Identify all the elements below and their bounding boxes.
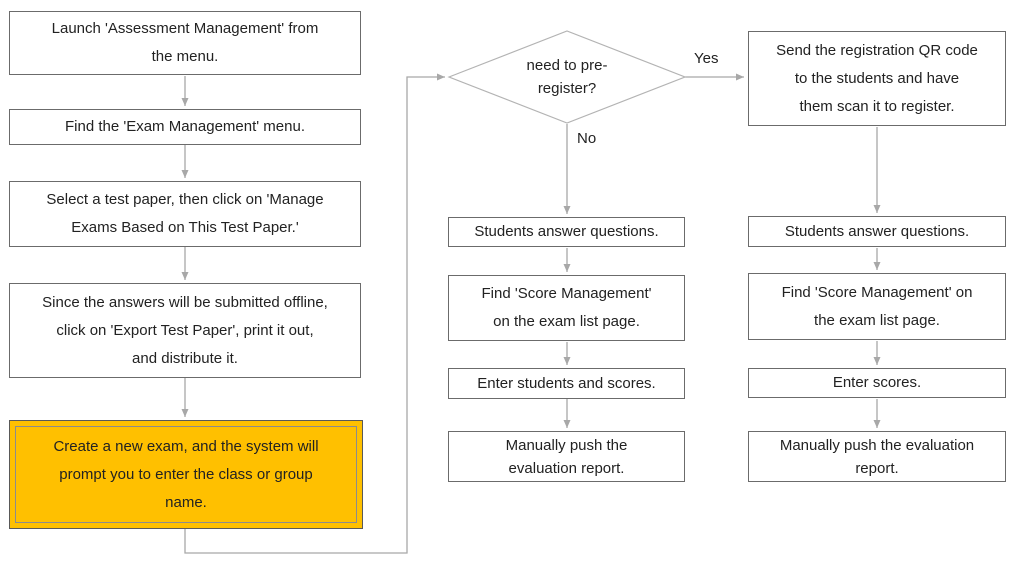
- node-yes-find-score-management: Find 'Score Management' on the exam list…: [748, 273, 1006, 340]
- node-text: need to pre- register?: [526, 57, 608, 97]
- node-text: Students answer questions.: [784, 222, 970, 240]
- node-text: Launch 'Assessment Management' from the …: [51, 20, 319, 65]
- label-yes: Yes: [694, 50, 719, 67]
- node-text: Manually push the evaluation report.: [505, 436, 628, 477]
- node-text: Enter scores.: [832, 374, 922, 391]
- node-no-students-answer: Students answer questions.: [448, 217, 685, 247]
- node-text: Find 'Score Management' on the exam list…: [481, 285, 652, 330]
- node-decision-need-preregister: need to pre- register?: [497, 48, 637, 106]
- node-text: Find 'Score Management' on the exam list…: [781, 283, 973, 329]
- node-export-test-paper: Since the answers will be submitted offl…: [9, 283, 361, 378]
- node-text: Students answer questions.: [474, 223, 659, 240]
- node-yes-enter-scores: Enter scores.: [748, 368, 1006, 398]
- node-text: Find the 'Exam Management' menu.: [64, 118, 305, 135]
- node-yes-students-answer: Students answer questions.: [748, 216, 1006, 247]
- node-no-push-evaluation-report: Manually push the evaluation report.: [448, 431, 685, 482]
- decision-diamond: [447, 30, 687, 124]
- node-launch-assessment-management: Launch 'Assessment Management' from the …: [9, 11, 361, 75]
- node-select-test-paper: Select a test paper, then click on 'Mana…: [9, 181, 361, 247]
- label-no: No: [577, 130, 597, 147]
- node-text: Manually push the evaluation report.: [779, 436, 975, 477]
- node-yes-push-evaluation-report: Manually push the evaluation report.: [748, 431, 1006, 482]
- node-text: Create a new exam, and the system will p…: [53, 437, 319, 511]
- node-text: Select a test paper, then click on 'Mana…: [46, 191, 324, 236]
- node-no-find-score-management: Find 'Score Management' on the exam list…: [448, 275, 685, 341]
- node-text: Enter students and scores.: [477, 374, 656, 392]
- node-text: Since the answers will be submitted offl…: [42, 293, 328, 367]
- node-yes-send-qr-code: Send the registration QR code to the stu…: [748, 31, 1006, 126]
- connector-create-to-decision: [184, 73, 445, 554]
- node-no-enter-students-scores: Enter students and scores.: [448, 368, 685, 399]
- node-create-new-exam-highlighted: Create a new exam, and the system will p…: [9, 420, 363, 529]
- node-text: Send the registration QR code to the stu…: [776, 41, 978, 115]
- node-find-exam-management: Find the 'Exam Management' menu.: [9, 109, 361, 145]
